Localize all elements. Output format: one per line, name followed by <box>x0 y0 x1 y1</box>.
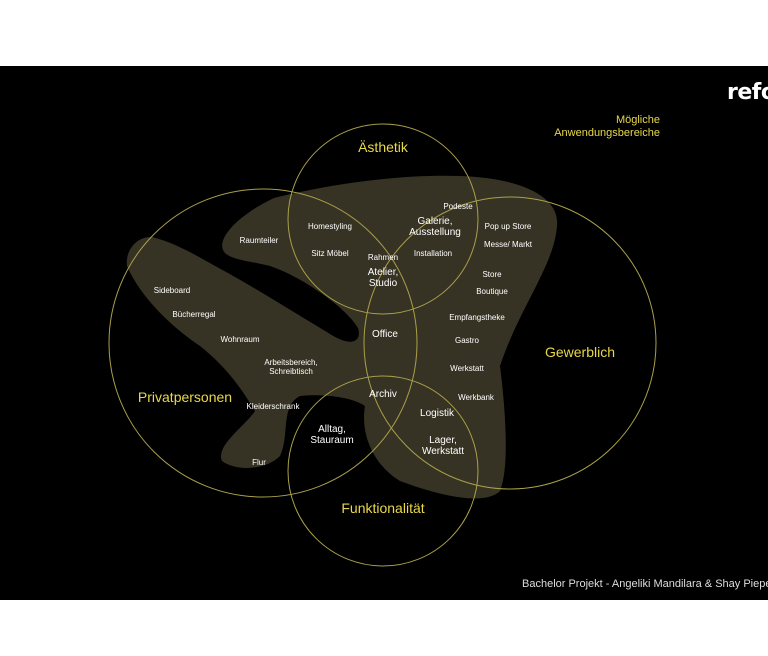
item-wohnraum: Wohnraum <box>221 335 260 344</box>
brand-logo: refo <box>727 80 768 105</box>
item-logistik: Logistik <box>420 408 455 419</box>
item-gastro: Gastro <box>455 336 480 345</box>
item-flur: Flur <box>252 458 266 467</box>
item-messe-markt: Messe/ Markt <box>484 240 533 249</box>
circle-gewerblich <box>363 196 657 490</box>
item-podeste: Podeste <box>443 202 473 211</box>
subtitle-line1: Mögliche <box>615 114 660 126</box>
item-empfangstheke: Empfangstheke <box>449 313 505 322</box>
item-atelier-line2: Studio <box>369 278 398 289</box>
set-label-funktionalitaet: Funktionalität <box>341 500 424 516</box>
subtitle: Mögliche Anwendungsbereiche <box>554 114 660 140</box>
highlight-blob <box>126 175 558 499</box>
slide: Ästhetik Privatpersonen Gewerblich Funkt… <box>0 66 768 600</box>
item-lager-line1: Lager, <box>429 435 457 446</box>
item-atelier-line1: Atelier, <box>368 267 399 278</box>
item-arbeitsbereich-line2: Schreibtisch <box>269 367 313 376</box>
item-popup-store: Pop up Store <box>485 222 532 231</box>
item-galerie-line1: Galerie, <box>417 216 452 227</box>
subtitle-line2: Anwendungsbereiche <box>554 127 660 139</box>
item-werkstatt: Werkstatt <box>450 364 484 373</box>
item-arbeitsbereich-line1: Arbeitsbereich, <box>264 358 317 367</box>
item-kleiderschrank: Kleiderschrank <box>247 402 301 411</box>
item-homestyling: Homestyling <box>308 222 352 231</box>
circle-privatpersonen <box>108 188 418 498</box>
item-werkbank: Werkbank <box>458 393 495 402</box>
item-sideboard: Sideboard <box>154 286 190 295</box>
set-label-gewerblich: Gewerblich <box>545 344 615 360</box>
circle-aesthetik <box>287 123 479 315</box>
item-office: Office <box>372 329 398 340</box>
item-boutique: Boutique <box>476 287 508 296</box>
item-raumteiler: Raumteiler <box>240 236 279 245</box>
item-store: Store <box>482 270 502 279</box>
item-alltag-line1: Alltag, <box>318 424 346 435</box>
item-alltag-line2: Stauraum <box>310 435 353 446</box>
item-rahmen: Rahmen <box>368 253 398 262</box>
item-galerie-line2: Ausstellung <box>409 227 461 238</box>
item-archiv: Archiv <box>369 389 397 400</box>
item-buecherregal: Bücherregal <box>172 310 215 319</box>
item-sitz-moebel: Sitz Möbel <box>311 249 349 258</box>
set-label-privatpersonen: Privatpersonen <box>138 389 232 405</box>
set-label-aesthetik: Ästhetik <box>358 139 409 155</box>
circle-funktionalitaet <box>287 375 479 567</box>
footer-credit: Bachelor Projekt - Angeliki Mandilara & … <box>522 578 768 590</box>
venn-diagram: Ästhetik Privatpersonen Gewerblich Funkt… <box>108 123 657 567</box>
item-lager-line2: Werkstatt <box>422 446 464 457</box>
item-installation: Installation <box>414 249 452 258</box>
